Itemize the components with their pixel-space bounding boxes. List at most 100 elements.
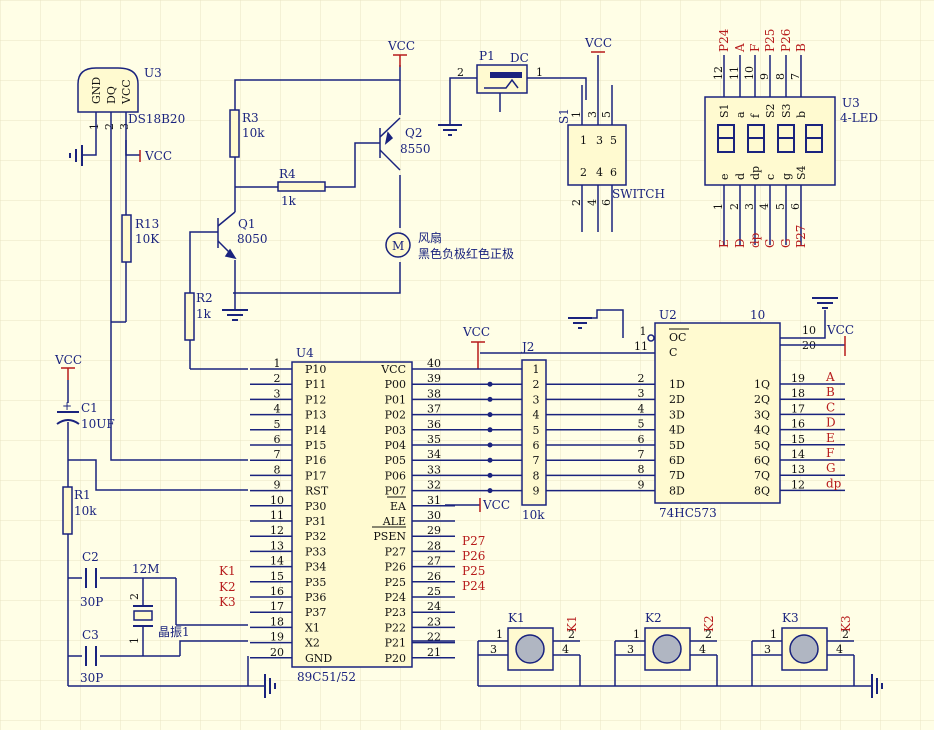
mcu-right-pin-name: P05 (385, 454, 406, 467)
mcu-left-pin-num: 2 (274, 372, 281, 385)
mcu-right-pin-name: PSEN (373, 530, 406, 543)
mcu-right-pin-num: 31 (427, 494, 441, 507)
mcu-left-pin-num: 16 (270, 585, 284, 598)
svg-text:6: 6 (610, 166, 617, 179)
latch-q-pin-num: 18 (791, 387, 805, 400)
svg-text:R4: R4 (279, 167, 296, 181)
latch-q-pin-name: 7Q (754, 469, 770, 482)
ea-vcc-symbol: VCC (445, 498, 510, 512)
svg-text:VCC: VCC (54, 353, 82, 367)
mcu-left-pin-name: RST (305, 485, 329, 498)
key-designator: K3 (782, 611, 799, 625)
c1-capacitor[interactable]: + C1 10UF (56, 399, 115, 431)
mcu-right-pin-num: 36 (427, 418, 441, 431)
r13-resistor[interactable]: R13 10K (121, 214, 160, 263)
c3-capacitor[interactable]: C3 30P (80, 628, 103, 685)
led-bottom-num: 4 (758, 203, 771, 210)
dc-jack-p1[interactable]: P1 DC 2 1 (457, 49, 543, 112)
j2-pin-num: 3 (533, 393, 540, 406)
switch-s1[interactable]: S1 SWITCH 1 3 5 2 4 6 1 3 5 2 4 6 (557, 108, 665, 206)
latch-out-net: E (826, 431, 835, 445)
led-top-inner: S1 (718, 103, 731, 118)
key-net: K1 (565, 615, 579, 632)
mcu-left-pin-num: 13 (270, 539, 284, 552)
led-display[interactable]: P2412S1e1EA11ad2DF10fdp3dpP259S2c4CP268S… (704, 28, 878, 248)
svg-text:SWITCH: SWITCH (612, 187, 665, 201)
r1-resistor[interactable]: R1 10k (62, 486, 97, 535)
mcu-left-pin-name: P11 (305, 378, 326, 391)
latch-d-pin-num: 5 (638, 418, 645, 431)
mcu-right-pin-num: 21 (427, 646, 441, 659)
svg-text:U3: U3 (842, 96, 860, 110)
svg-text:3: 3 (586, 111, 599, 118)
mcu-right-pin-num: 25 (427, 585, 441, 598)
svg-text:74HC573: 74HC573 (659, 506, 717, 520)
mcu-right-pin-name: P22 (385, 621, 406, 634)
latch-out-net: C (826, 400, 835, 414)
svg-text:2: 2 (128, 593, 141, 600)
svg-text:1: 1 (536, 66, 543, 79)
led-top-net: A (733, 43, 747, 53)
latch-q-pin-num: 12 (791, 478, 805, 491)
fan-ground-icon (222, 309, 248, 321)
r4-resistor[interactable]: R4 1k (277, 167, 326, 208)
mcu-left-pin-num: 18 (270, 615, 284, 628)
ds18b20-sensor[interactable]: GND DQ VCC U3 DS18B20 1 2 3 (77, 66, 185, 130)
latch-d-pin-name: 3D (669, 408, 685, 421)
mcu-left-pin-name: P30 (305, 500, 326, 513)
svg-text:S1: S1 (557, 108, 571, 124)
latch-q-pin-name: 4Q (754, 424, 770, 437)
led-top-num: 11 (728, 66, 741, 80)
svg-text:6: 6 (600, 199, 613, 206)
key-pin-num: 2 (705, 628, 712, 641)
led-top-inner: a (734, 111, 747, 118)
svg-text:VCC: VCC (482, 498, 510, 512)
j2-pin-num: 8 (533, 469, 540, 482)
svg-text:10k: 10k (242, 126, 265, 140)
latch-q-pin-name: 6Q (754, 454, 770, 467)
svg-text:R2: R2 (196, 291, 213, 305)
c2-capacitor[interactable]: C2 30P (80, 550, 103, 609)
latch-q-pin-num: 14 (791, 448, 805, 461)
svg-text:10UF: 10UF (81, 417, 115, 431)
mcu-left-pin-name: X2 (305, 637, 320, 650)
r3-resistor[interactable]: R3 10k (229, 109, 265, 158)
svg-text:VCC: VCC (584, 36, 612, 50)
mcu-left-pin-num: 11 (270, 509, 284, 522)
key-net: K3 (839, 615, 853, 632)
q1-transistor[interactable]: Q1 8050 (205, 211, 268, 260)
fan-vcc-symbol: VCC (387, 39, 415, 67)
mcu-left-pin-num: 12 (270, 524, 284, 537)
svg-text:晶振1: 晶振1 (158, 625, 190, 639)
latch-d-pin-name: 1D (669, 378, 685, 391)
led-bottom-inner: c (764, 174, 777, 180)
mcu-right-pin-name: P02 (385, 409, 406, 422)
svg-text:12M: 12M (132, 562, 160, 576)
fan-motor[interactable]: M 风扇 黑色负极红色正极 (385, 230, 514, 261)
mcu-right-pin-name: P23 (385, 606, 406, 619)
crystal-oscillator[interactable]: 12M 晶振1 2 1 (128, 562, 190, 644)
svg-text:2: 2 (580, 166, 587, 179)
svg-text:U2: U2 (659, 308, 677, 322)
mcu-right-pin-name: P26 (385, 561, 406, 574)
mcu-left-pin-num: 9 (274, 479, 281, 492)
latch-q-pin-name: 3Q (754, 408, 770, 421)
j2-pin-num: 1 (533, 363, 540, 376)
j2-pin-num: 9 (533, 485, 540, 498)
mcu-right-pin-name: P00 (385, 378, 406, 391)
latch-d-pin-num: 9 (638, 478, 645, 491)
svg-text:DC: DC (510, 51, 529, 65)
latch-d-pin-name: 2D (669, 393, 685, 406)
r2-resistor[interactable]: R2 1k (184, 291, 213, 341)
mcu-left-pin-num: 7 (274, 448, 281, 461)
key-pin-num: 4 (699, 643, 706, 656)
svg-text:8550: 8550 (400, 142, 431, 156)
q2-transistor[interactable]: Q2 8550 (379, 117, 431, 171)
